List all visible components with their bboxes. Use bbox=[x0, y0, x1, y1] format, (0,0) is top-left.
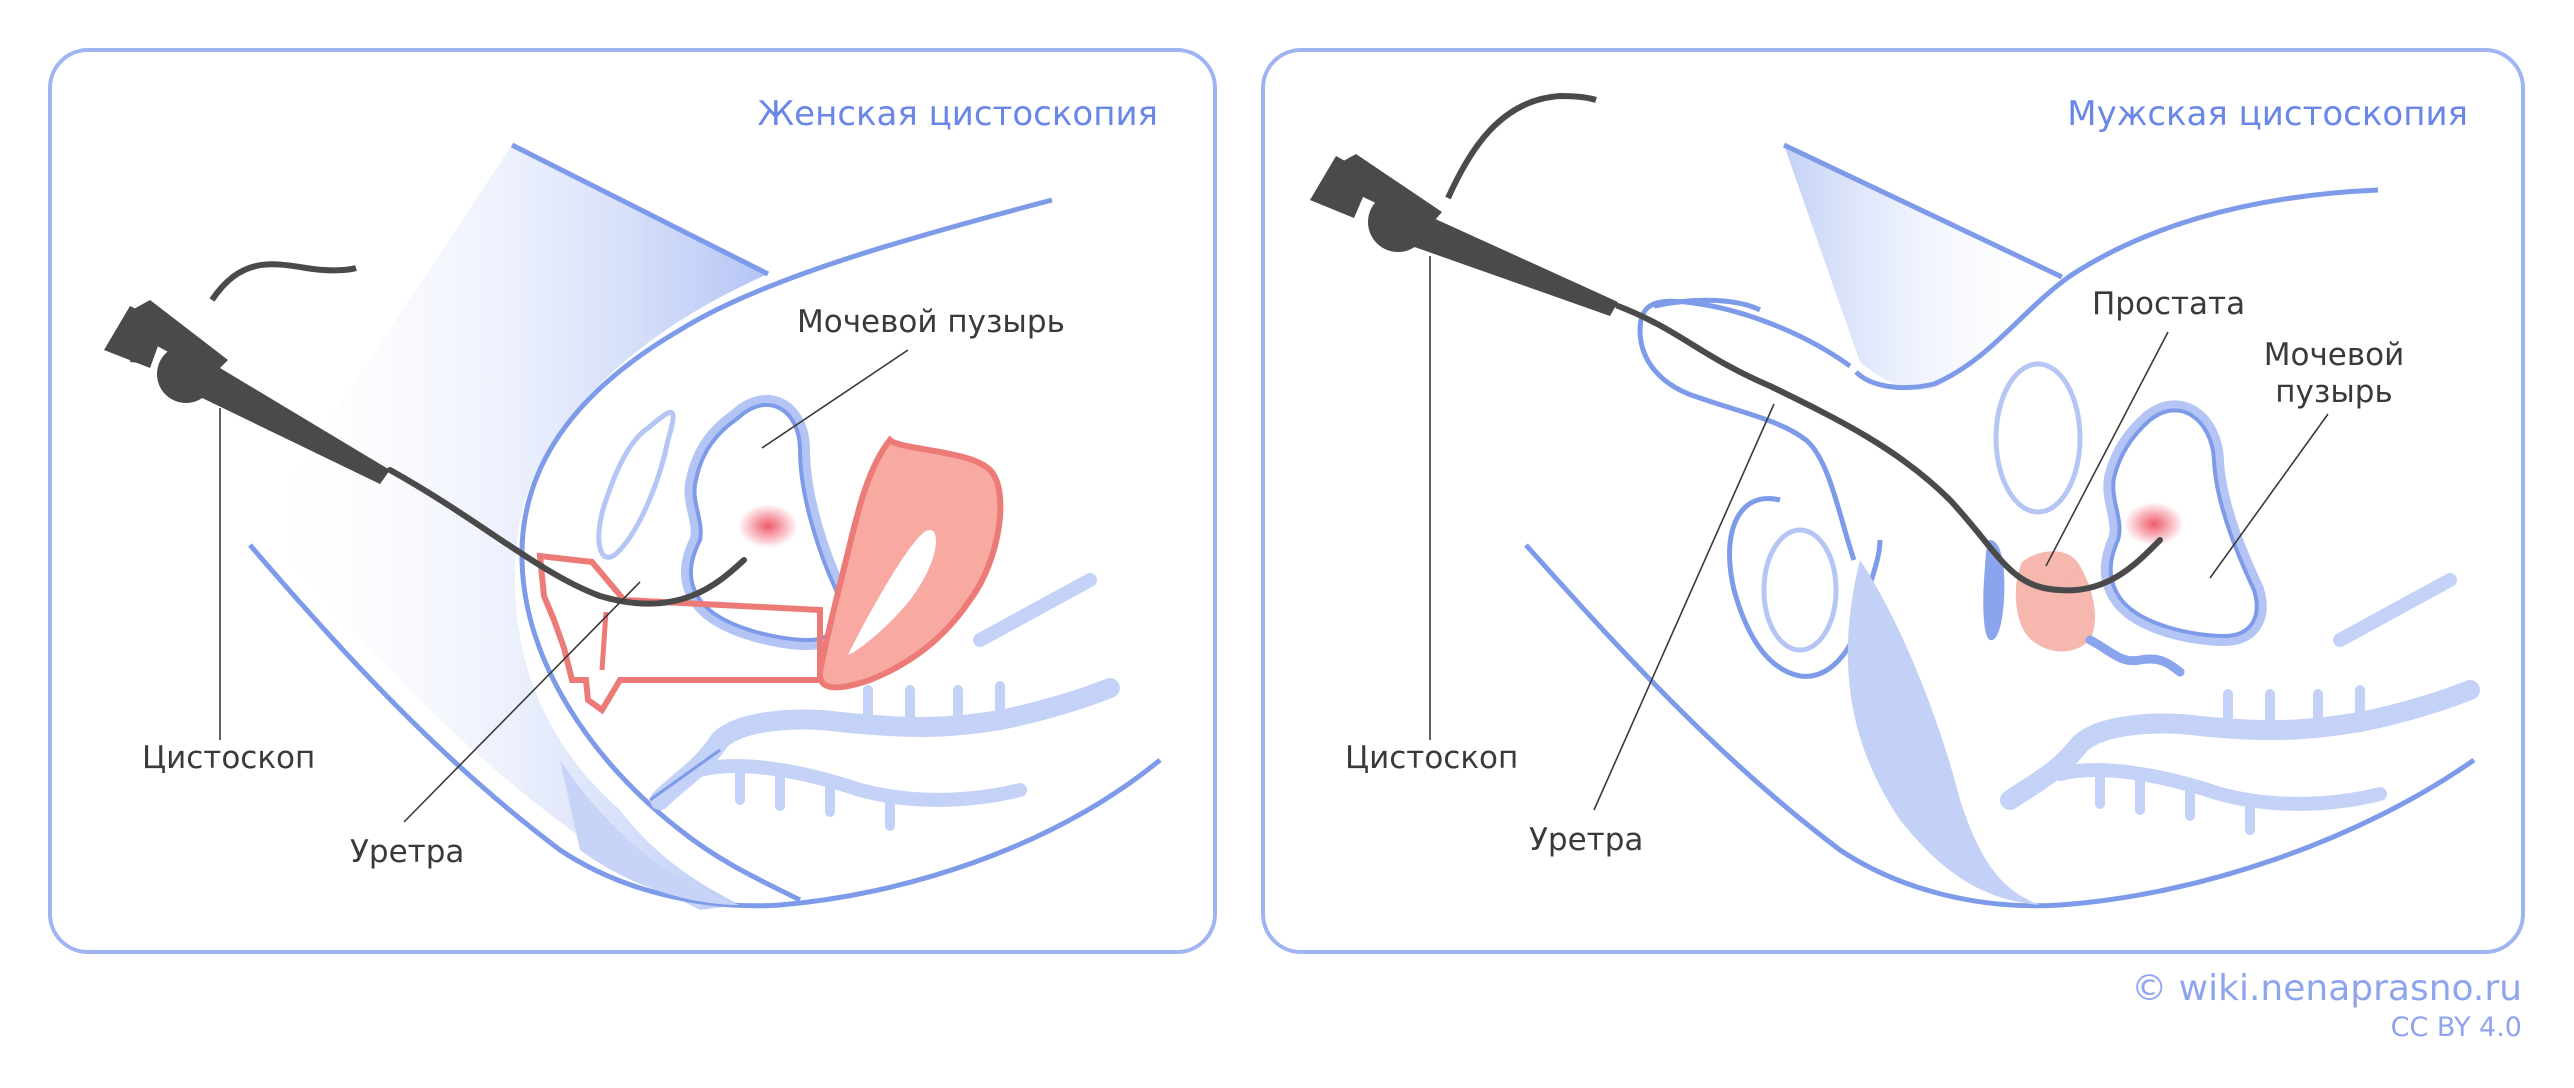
female-label-urethra: Уретра bbox=[350, 834, 464, 870]
female-abdominal-line bbox=[510, 142, 770, 277]
male-thigh-line bbox=[1524, 543, 2476, 909]
female-perineum-shade bbox=[560, 760, 740, 905]
male-vas-deferens bbox=[2085, 635, 2185, 677]
female-label-bladder: Мочевой пузырь bbox=[797, 304, 1065, 340]
female-uterus-cavity bbox=[848, 530, 936, 655]
male-panel: Мужская цистоскопия Простата Мочевой пуз… bbox=[1261, 48, 2525, 954]
female-panel-title: Женская цистоскопия bbox=[758, 94, 1158, 134]
attribution: © wiki.nenaprasno.ru CC BY 4.0 bbox=[2131, 966, 2522, 1045]
female-cystoscope bbox=[104, 261, 747, 607]
female-bladder-light bbox=[738, 504, 798, 548]
female-panel: Женская цистоскопия Мочевой пузырь Цисто… bbox=[48, 48, 1217, 954]
female-body-contour bbox=[519, 197, 1053, 903]
male-glans bbox=[1653, 297, 1762, 313]
male-abdominal-wall bbox=[1784, 145, 2062, 391]
female-label-cystoscope: Цистоскоп bbox=[142, 740, 315, 776]
female-pubic-bone bbox=[596, 409, 676, 560]
male-body-contour bbox=[1854, 187, 2379, 391]
male-label-urethra: Уретра bbox=[1529, 822, 1643, 858]
male-testis bbox=[1761, 527, 1839, 653]
female-thigh-line bbox=[248, 543, 1162, 909]
male-abdominal-line bbox=[1782, 142, 2064, 280]
attribution-license: CC BY 4.0 bbox=[2390, 1012, 2522, 1043]
male-sphincter bbox=[1983, 540, 2005, 641]
male-pubic-bone bbox=[1993, 361, 2083, 515]
male-label-bladder-line1: Мочевой bbox=[2264, 337, 2404, 373]
female-rectum bbox=[650, 678, 1120, 810]
male-bladder-light bbox=[2124, 502, 2184, 546]
male-cystoscope bbox=[1310, 92, 2163, 594]
male-label-bladder-line2: пузырь bbox=[2275, 374, 2393, 410]
attribution-site[interactable]: © wiki.nenaprasno.ru bbox=[2131, 968, 2522, 1009]
female-abdominal-wall bbox=[250, 145, 768, 910]
male-penis bbox=[1637, 298, 1857, 561]
male-label-cystoscope: Цистоскоп bbox=[1345, 740, 1518, 776]
male-seminal-vesicle bbox=[2024, 558, 2076, 586]
male-scrotum-shade bbox=[1847, 560, 2040, 905]
male-panel-title: Мужская цистоскопия bbox=[2067, 94, 2468, 134]
male-rectum bbox=[2000, 680, 2480, 810]
male-label-prostate: Простата bbox=[2092, 286, 2245, 322]
